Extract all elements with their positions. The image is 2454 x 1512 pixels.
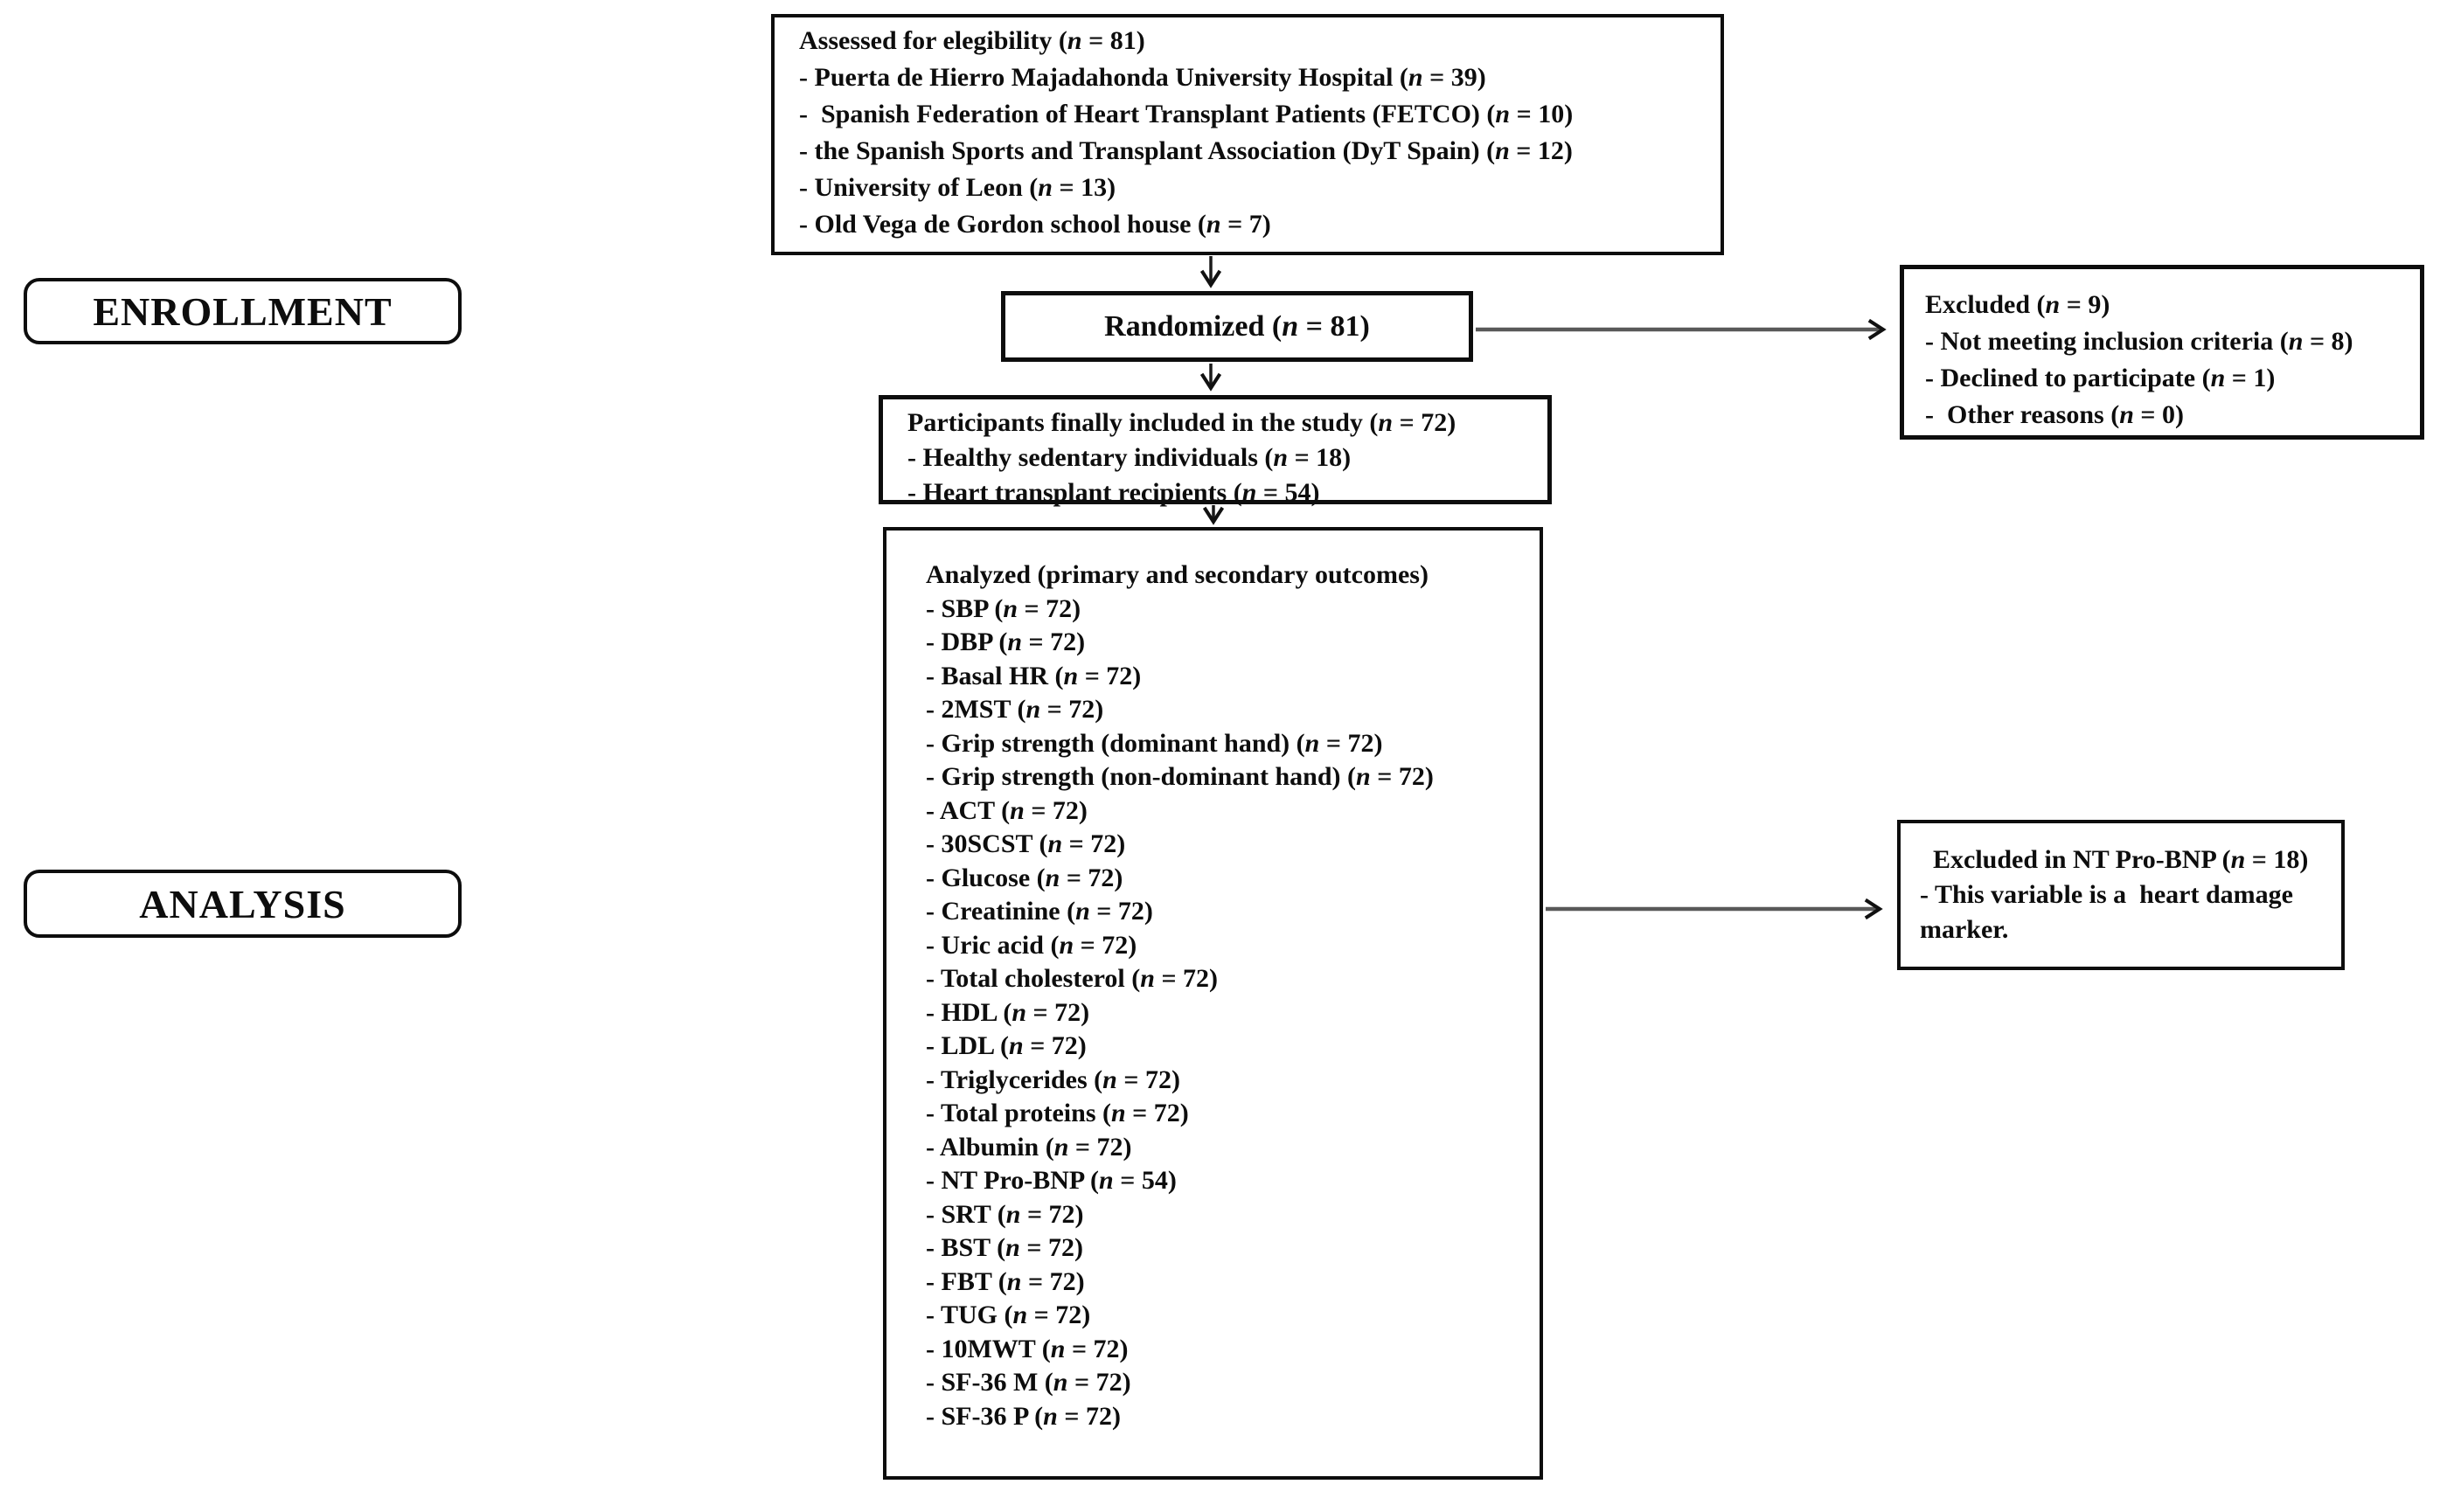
italic-n: n: [2045, 290, 2061, 319]
flow-line: - Old Vega de Gordon school house (n = 7…: [799, 210, 1271, 239]
italic-n: n: [1304, 728, 1320, 758]
italic-n: n: [1075, 897, 1090, 926]
flow-line: marker.: [1920, 915, 2009, 944]
participants-included-box: Participants finally included in the stu…: [879, 395, 1552, 507]
flow-line: - 30SCST (n = 72): [926, 829, 1126, 858]
italic-n: n: [1038, 173, 1053, 202]
italic-n: n: [1053, 1132, 1069, 1162]
flow-line: - Glucose (n = 72): [926, 863, 1123, 892]
flow-line: Assessed for elegibility (n = 81): [799, 26, 1145, 55]
italic-n: n: [1241, 478, 1257, 507]
flow-line: - Healthy sedentary individuals (n = 18): [907, 443, 1352, 472]
randomized-box: Randomized (n = 81): [1001, 291, 1473, 362]
italic-n: n: [1003, 593, 1018, 623]
flow-line: - DBP (n = 72): [926, 628, 1086, 656]
italic-n: n: [1378, 408, 1394, 437]
italic-n: n: [1005, 1233, 1020, 1262]
italic-n: n: [1045, 863, 1060, 892]
enrollment-stage-label: ENROLLMENT: [93, 288, 393, 334]
italic-n: n: [1047, 829, 1063, 858]
flow-line: - Heart transplant recipients (n = 54): [907, 478, 1320, 507]
italic-n: n: [2210, 364, 2226, 392]
italic-n: n: [1110, 1099, 1126, 1127]
flow-line: - Albumin (n = 72): [926, 1132, 1132, 1162]
flow-line: - FBT (n = 72): [926, 1266, 1085, 1296]
flow-line: - SRT (n = 72): [926, 1199, 1084, 1229]
flow-line: - BST (n = 72): [926, 1233, 1083, 1262]
flow-line: - Puerta de Hierro Majadahonda Universit…: [799, 63, 1486, 92]
excluded-ntprobnp-box: Excluded in NT Pro-BNP (n = 18) - This va…: [1897, 820, 2345, 970]
analysis-stage-label: ANALYSIS: [139, 881, 346, 926]
italic-n: n: [1063, 661, 1079, 690]
flow-line: - 10MWT (n = 72): [926, 1334, 1129, 1363]
italic-n: n: [1495, 100, 1511, 128]
flow-line: - NT Pro-BNP (n = 54): [926, 1166, 1177, 1195]
flow-line: - This variable is a heart damage: [1920, 880, 2293, 909]
flow-line: - Basal HR (n = 72): [926, 661, 1142, 690]
flow-line: - the Spanish Sports and Transplant Asso…: [799, 136, 1573, 165]
assessed-for-eligibility-box: Assessed for elegibility (n = 81) - Puert…: [771, 14, 1724, 255]
italic-n: n: [1043, 1401, 1058, 1431]
enrollment-stage-pill: ENROLLMENT: [24, 278, 462, 344]
italic-n: n: [1102, 1065, 1117, 1094]
analyzed-outcomes-box: Analyzed (primary and secondary outcomes…: [883, 527, 1543, 1480]
flow-line: - ACT (n = 72): [926, 795, 1088, 825]
italic-n: n: [2230, 845, 2246, 874]
flow-line: Analyzed (primary and secondary outcomes…: [926, 560, 1429, 589]
italic-n: n: [2119, 400, 2134, 429]
italic-n: n: [1006, 1266, 1022, 1296]
italic-n: n: [1050, 1334, 1066, 1363]
flow-line: - Triglycerides (n = 72): [926, 1065, 1180, 1094]
flow-line: Randomized (n = 81): [1104, 309, 1370, 343]
flow-line: - Grip strength (non-dominant hand) (n =…: [926, 762, 1434, 791]
italic-n: n: [1005, 1199, 1021, 1229]
italic-n: n: [1356, 762, 1371, 791]
analysis-stage-pill: ANALYSIS: [24, 870, 462, 938]
italic-n: n: [1025, 695, 1041, 724]
italic-n: n: [1099, 1166, 1114, 1195]
italic-n: n: [1010, 795, 1025, 825]
flow-line: - Uric acid (n = 72): [926, 930, 1137, 960]
flow-line: - University of Leon (n = 13): [799, 173, 1116, 202]
flow-line: Excluded in NT Pro-BNP (n = 18): [1920, 845, 2309, 874]
italic-n: n: [1140, 964, 1155, 993]
flow-line: - Grip strength (dominant hand) (n = 72): [926, 728, 1383, 758]
flow-line: - Declined to participate (n = 1): [1925, 364, 2276, 392]
excluded-box: Excluded (n = 9) - Not meeting inclusion …: [1900, 265, 2424, 440]
italic-n: n: [1273, 443, 1289, 472]
flow-line: - Total proteins (n = 72): [926, 1099, 1189, 1127]
italic-n: n: [1059, 930, 1074, 960]
italic-n: n: [1282, 309, 1299, 343]
italic-n: n: [1012, 1300, 1028, 1329]
flow-line: - Not meeting inclusion criteria (n = 8): [1925, 327, 2353, 356]
flow-line: Excluded (n = 9): [1925, 290, 2110, 319]
flow-line: Participants finally included in the stu…: [907, 408, 1456, 437]
flow-line: - LDL (n = 72): [926, 1031, 1087, 1060]
flow-line: - Creatinine (n = 72): [926, 897, 1153, 926]
flow-line: - 2MST (n = 72): [926, 695, 1104, 724]
flow-line: - SF-36 P (n = 72): [926, 1401, 1121, 1431]
flow-line: - SF-36 M (n = 72): [926, 1368, 1131, 1397]
flow-line: - TUG (n = 72): [926, 1300, 1091, 1329]
flow-line: - HDL (n = 72): [926, 997, 1090, 1027]
italic-n: n: [1009, 1031, 1024, 1060]
italic-n: n: [1007, 628, 1023, 656]
flow-line: - Spanish Federation of Heart Transplant…: [799, 100, 1574, 128]
italic-n: n: [1011, 997, 1027, 1027]
italic-n: n: [2288, 327, 2304, 356]
italic-n: n: [1067, 26, 1082, 55]
flow-line: - Other reasons (n = 0): [1925, 400, 2184, 429]
italic-n: n: [1495, 136, 1510, 165]
italic-n: n: [1053, 1368, 1068, 1397]
flow-line: - Total cholesterol (n = 72): [926, 964, 1219, 993]
italic-n: n: [1206, 210, 1221, 239]
italic-n: n: [1408, 63, 1423, 92]
flow-line: - SBP (n = 72): [926, 593, 1081, 623]
